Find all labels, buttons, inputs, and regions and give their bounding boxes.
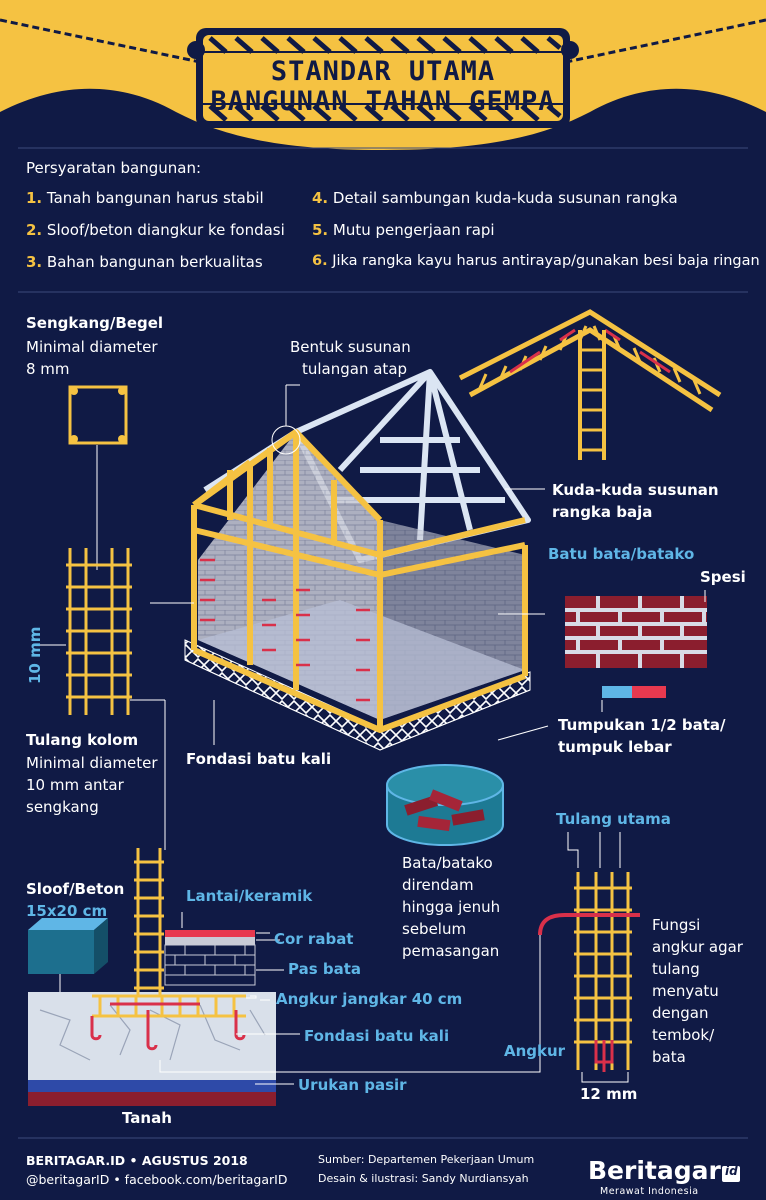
label-tulang-kolom: Tulang kolom — [26, 731, 139, 749]
requirement-text: Detail sambungan kuda-kuda susunan rangk… — [332, 189, 678, 207]
page-title-line2: BANGUNAN TAHAN GEMPA — [210, 86, 556, 117]
sengkang-diagram — [68, 385, 128, 570]
label-rendam-4: sebelum — [402, 920, 467, 938]
label-fungsi-3: tulang — [652, 960, 700, 978]
label-fungsi-7: bata — [652, 1048, 686, 1066]
house-frame — [191, 429, 528, 733]
label-pas-bata: Pas bata — [288, 960, 362, 978]
label-rendam-2: direndam — [402, 876, 474, 894]
label-tulang-utama: Tulang utama — [556, 810, 671, 828]
cross-section — [28, 848, 541, 1106]
house-walls — [184, 432, 531, 751]
label-atap-2: tulangan atap — [302, 360, 408, 378]
wall-anchors — [200, 558, 370, 702]
requirement-item: 3. Bahan bangunan berkualitas — [26, 253, 263, 271]
requirement-number: 4. — [312, 189, 329, 207]
label-kuda-kuda-2: rangka baja — [552, 503, 653, 521]
label-tanah: Tanah — [122, 1109, 172, 1127]
brick-detail — [497, 590, 707, 741]
logo-tagline: Merawat Indonesia — [600, 1186, 699, 1197]
label-spesi: Spesi — [700, 568, 746, 586]
footer-source: Sumber: Departemen Pekerjaan Umum — [318, 1153, 535, 1166]
label-sengkang-desc2: 8 mm — [26, 360, 70, 378]
footer-credit: Desain & ilustrasi: Sandy Nurdiansyah — [318, 1172, 529, 1185]
label-fungsi-5: dengan — [652, 1004, 709, 1022]
label-tumpukan-2: tumpuk lebar — [558, 738, 672, 756]
label-kolom-desc3: sengkang — [26, 798, 99, 816]
requirement-item: 2. Sloof/beton diangkur ke fondasi — [26, 221, 285, 239]
logo-badge — [722, 1166, 740, 1182]
header-band — [0, 0, 766, 150]
logo-badge-text: id — [725, 1164, 738, 1178]
label-batu-bata: Batu bata/batako — [548, 545, 695, 563]
label-urukan: Urukan pasir — [298, 1076, 407, 1094]
label-sengkang: Sengkang/Begel — [26, 314, 164, 332]
label-fungsi-6: tembok/ — [652, 1026, 715, 1044]
label-rendam-5: pemasangan — [402, 942, 500, 960]
anchor-column — [538, 832, 640, 1083]
requirement-item: 1. Tanah bangunan harus stabil — [26, 189, 264, 207]
label-kolom-desc1: Minimal diameter — [26, 754, 158, 772]
label-10mm: 10 mm — [26, 626, 44, 684]
requirement-number: 5. — [312, 221, 329, 239]
requirement-number: 2. — [26, 221, 43, 239]
requirement-text: Jika rangka kayu harus antirayap/gunakan… — [332, 253, 760, 269]
requirements-heading: Persyaratan bangunan: — [26, 159, 202, 177]
requirement-number: 1. — [26, 189, 43, 207]
label-fungsi-2: angkur agar — [652, 938, 743, 956]
roof-truss-detail — [458, 309, 722, 460]
requirement-item: 4. Detail sambungan kuda-kuda susunan ra… — [312, 189, 678, 207]
label-rendam-3: hingga jenuh — [402, 898, 501, 916]
label-sloof-2: 15x20 cm — [26, 902, 108, 920]
label-angkur: Angkur — [504, 1042, 566, 1060]
beritagar-logo: Beritagar — [588, 1156, 721, 1185]
label-rendam-1: Bata/batako — [402, 854, 493, 872]
label-tumpukan-1: Tumpukan 1/2 bata/ — [558, 716, 726, 734]
requirement-item: 6. Jika rangka kayu harus antirayap/guna… — [312, 253, 760, 270]
label-atap-1: Bentuk susunan — [290, 338, 411, 356]
label-fungsi-1: Fungsi — [652, 916, 701, 934]
requirement-number: 3. — [26, 253, 43, 271]
requirement-text: Bahan bangunan berkualitas — [46, 253, 263, 271]
label-lantai: Lantai/keramik — [186, 887, 313, 905]
label-cor-rabat: Cor rabat — [274, 930, 354, 948]
requirement-text: Tanah bangunan harus stabil — [46, 189, 264, 207]
footer-date: BERITAGAR.ID • AGUSTUS 2018 — [26, 1153, 248, 1168]
label-fondasi-house: Fondasi batu kali — [186, 750, 332, 768]
requirement-text: Sloof/beton diangkur ke fondasi — [46, 221, 285, 239]
footer-social: @beritagarID • facebook.com/beritagarID — [26, 1172, 288, 1187]
requirement-item: 5. Mutu pengerjaan rapi — [312, 221, 495, 239]
label-kuda-kuda-1: Kuda-kuda susunan — [552, 481, 719, 499]
label-kolom-desc2: 10 mm antar — [26, 776, 124, 794]
label-fondasi-cs: Fondasi batu kali — [304, 1027, 450, 1045]
requirement-number: 6. — [312, 253, 328, 269]
page-title-line1: STANDAR UTAMA — [270, 56, 496, 87]
soaking-bricks — [386, 764, 504, 846]
label-sengkang-desc1: Minimal diameter — [26, 338, 158, 356]
label-sloof-1: Sloof/Beton — [26, 880, 125, 898]
label-fungsi-4: menyatu — [652, 982, 719, 1000]
requirement-text: Mutu pengerjaan rapi — [332, 221, 495, 239]
label-12mm: 12 mm — [580, 1085, 638, 1103]
column-rebar — [40, 548, 166, 850]
label-angkur-jangkar: Angkur jangkar 40 cm — [276, 990, 463, 1008]
